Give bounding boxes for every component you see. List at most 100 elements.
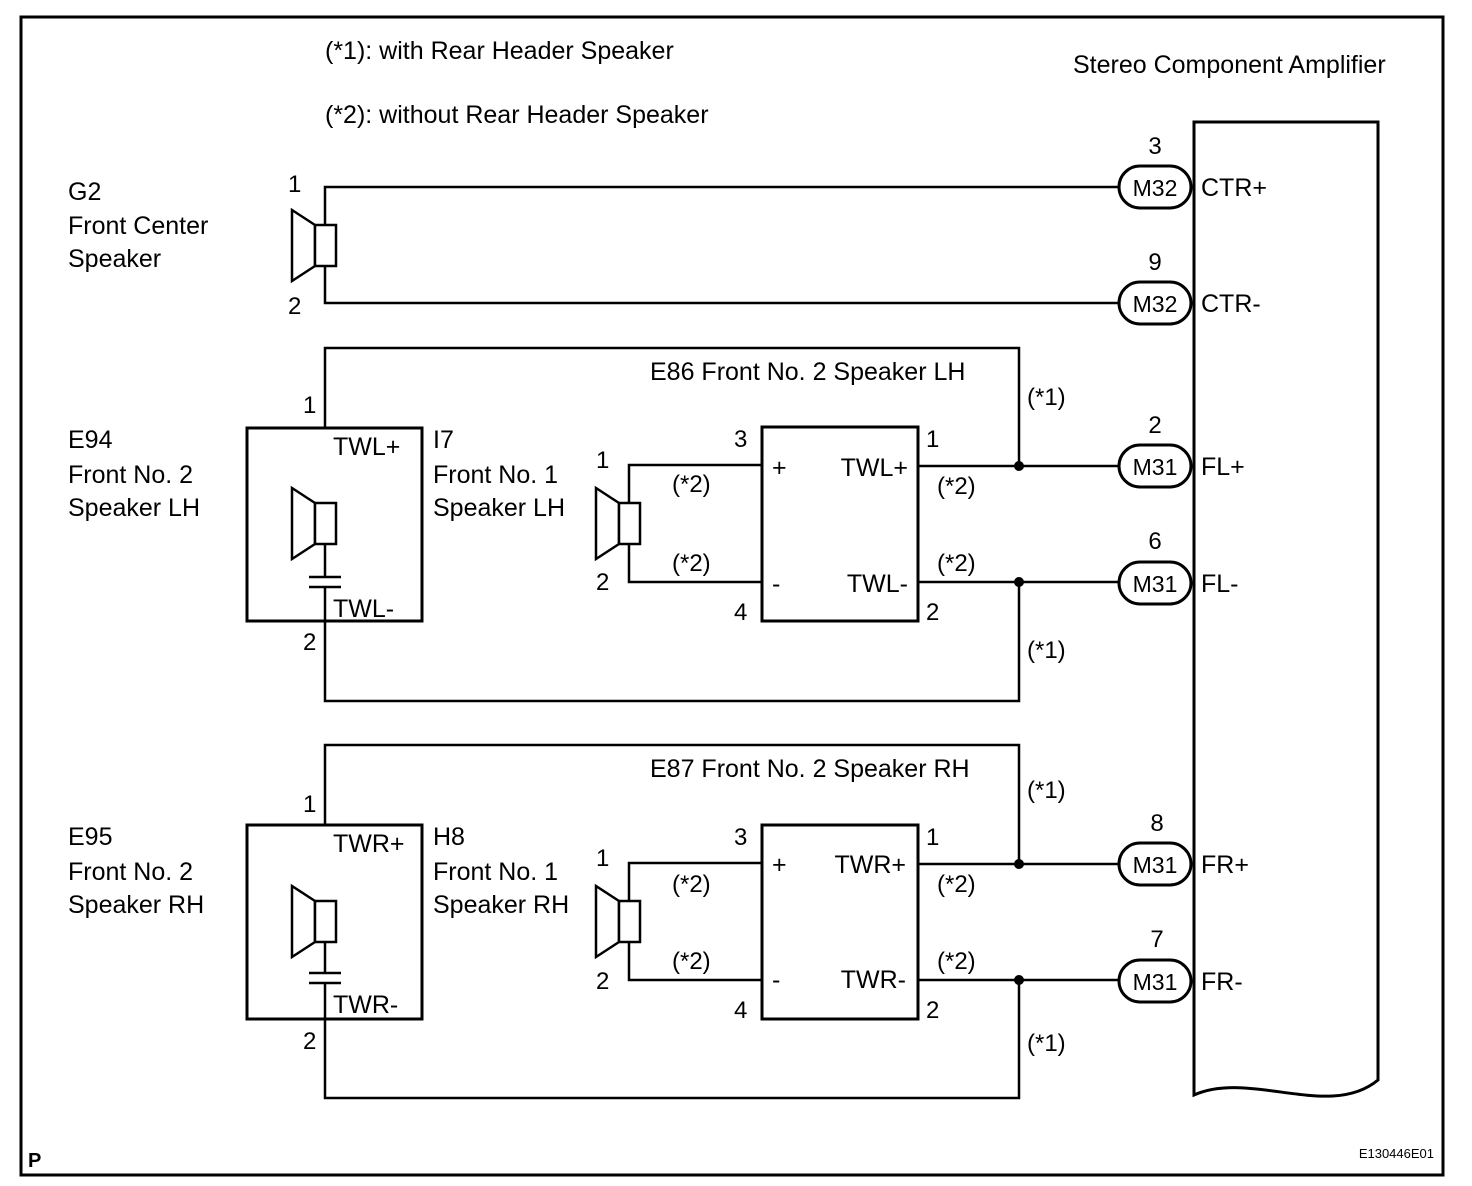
amp-pin-number: 2 [1148,412,1161,439]
wire-ctr-minus [323,266,1119,305]
component-name-line2: Speaker RH [433,891,569,919]
wire-ctr-plus [323,185,1119,225]
amp-signal-label: FL+ [1201,453,1245,481]
component-name-line1: Front No. 1 [433,461,558,489]
component-name-line2: Speaker LH [68,494,200,522]
diagram-frame [19,15,1445,1177]
component-name-line1: Front Center [68,212,208,240]
terminal-label: TWR- [333,991,398,1019]
terminal-label: TWR- [841,966,906,994]
variant-note: (*2) [672,550,711,577]
pin-number: 2 [303,1028,316,1055]
terminal-label: TWL+ [333,433,400,461]
variant-note: (*2) [672,871,711,898]
terminal-label: TWL- [847,570,908,598]
input-minus-sign: - [772,570,780,598]
connector-code: M31 [1133,454,1178,480]
lh-speaker-section: E94 Front No. 2 Speaker LH TWL+ TWL- 1 2… [68,346,1119,703]
component-code: H8 [433,823,465,851]
pin-number: 2 [303,629,316,656]
figure-id: E130446E01 [1359,1146,1434,1161]
input-plus-sign: + [772,454,787,482]
wire-e94-minus [323,582,1021,703]
splice-point [1014,975,1024,985]
variant-note: (*2) [672,471,711,498]
speaker-icon [290,207,338,284]
wire-e95-plus [323,743,1021,864]
amp-pin-number: 6 [1148,528,1161,555]
pin-number: 1 [596,845,609,872]
pin-number: 1 [303,392,316,419]
component-code: I7 [433,426,454,454]
splice-point [1014,859,1024,869]
wire-e94-plus [323,346,1021,466]
pin-number: 3 [734,426,747,453]
amplifier-box [1192,120,1380,1098]
connector-code: M32 [1133,175,1178,201]
capacitor-icon [309,971,341,985]
capacitor-icon [309,575,341,589]
splice-point [1014,577,1024,587]
variant-note: (*1) [1027,637,1066,664]
pin-number: 2 [288,293,301,320]
variant-note: (*1) [1027,1030,1066,1057]
pin-number: 2 [596,968,609,995]
rh-speaker-section: E95 Front No. 2 Speaker RH TWR+ TWR- 1 2… [68,743,1119,1100]
connector-code: M31 [1133,969,1178,995]
variant-note: (*2) [672,948,711,975]
speaker-icon [594,485,642,562]
e86-label: E86 Front No. 2 Speaker LH [650,358,965,386]
amp-signal-label: FL- [1201,570,1239,598]
connector-code: M31 [1133,571,1178,597]
amp-connector-fr-plus: 8 M31 FR+ [1117,810,1249,887]
pin-number: 2 [596,569,609,596]
amp-signal-label: FR+ [1201,851,1249,879]
component-name-line1: Front No. 1 [433,858,558,886]
g2-front-center-speaker: G2 Front Center Speaker 1 2 [68,171,1119,320]
pin-number: 2 [926,997,939,1024]
component-code: E94 [68,426,113,454]
terminal-label: TWR+ [834,851,906,879]
pin-number: 1 [926,426,939,453]
e95-speaker-box [245,823,424,1021]
speaker-icon [290,883,338,960]
variant-note: (*2) [937,871,976,898]
amp-signal-label: FR- [1201,968,1243,996]
component-name-line2: Speaker RH [68,891,204,919]
e87-label: E87 Front No. 2 Speaker RH [650,755,970,783]
terminal-label: TWL- [333,595,394,623]
pin-number: 2 [926,599,939,626]
pin-number: 4 [734,997,747,1024]
variant-note: (*1) [1027,777,1066,804]
component-name-line2: Speaker LH [433,494,565,522]
pin-number: 4 [734,599,747,626]
speaker-icon [290,485,338,562]
amp-pin-number: 8 [1150,810,1163,837]
wire-e95-minus [323,980,1021,1100]
variant-note: (*1) [1027,384,1066,411]
amp-connector-fr-minus: 7 M31 FR- [1117,926,1243,1004]
pin-number: 1 [303,791,316,818]
input-minus-sign: - [772,966,780,994]
component-name-line1: Front No. 2 [68,858,193,886]
corner-mark: P [28,1150,41,1172]
component-name-line2: Speaker [68,245,161,273]
pin-number: 1 [926,824,939,851]
speaker-icon [594,883,642,960]
splice-point [1014,461,1024,471]
amp-signal-label: CTR+ [1201,174,1267,202]
amp-connector-fl-plus: 2 M31 FL+ [1117,412,1245,489]
connector-code: M31 [1133,852,1178,878]
variant-note: (*2) [937,473,976,500]
amplifier-title: Stereo Component Amplifier [1073,51,1386,79]
e86-amplifier-box [760,425,920,623]
connector-code: M32 [1133,291,1178,317]
e94-speaker-box [245,426,424,623]
legend-note-1: (*1): with Rear Header Speaker [325,37,674,65]
amp-connector-ctr-plus: 3 M32 CTR+ [1117,133,1267,210]
variant-note: (*2) [937,948,976,975]
component-name-line1: Front No. 2 [68,461,193,489]
pin-number: 1 [596,447,609,474]
amp-pin-number: 7 [1150,926,1163,953]
